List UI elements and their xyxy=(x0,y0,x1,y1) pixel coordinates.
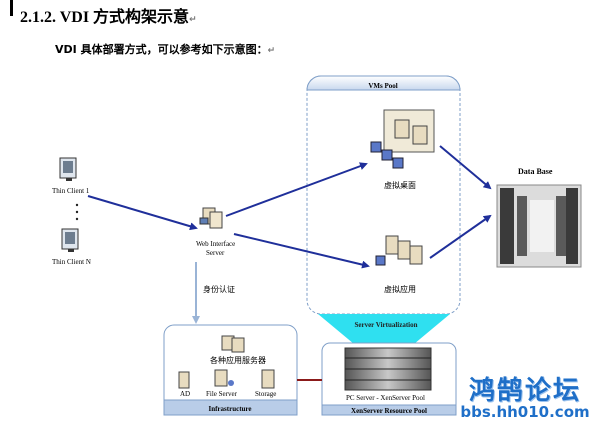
thin-client-n-label: Thin Client N xyxy=(52,258,91,266)
xen-pool-title: XenServer Resource Pool xyxy=(351,407,427,415)
virtual-app-label: 虚拟应用 xyxy=(384,284,416,294)
watermark-url: bbs.hh010.com xyxy=(460,403,590,421)
intro-paragraph: VDI 具体部署方式，可以参考如下示意图：↵ xyxy=(55,41,275,57)
arrow-desktop-to-db xyxy=(439,145,492,190)
vms-pool-title: VMs Pool xyxy=(368,82,397,90)
file-server-label: File Server xyxy=(206,390,238,398)
infrastructure-title: Infrastructure xyxy=(208,405,251,413)
ad-label: AD xyxy=(180,390,190,398)
thin-client-1-label: Thin Client 1 xyxy=(52,187,90,195)
web-interface-server-icon xyxy=(199,207,223,229)
xenserver-pool-container xyxy=(321,342,457,416)
paragraph-mark: ↵ xyxy=(267,46,276,56)
database-label: Data Base xyxy=(518,167,553,176)
ellipsis-dots xyxy=(75,203,79,221)
watermark: 鸿鹄论坛 bbs.hh010.com xyxy=(455,370,595,421)
arrow-client1-to-web xyxy=(87,195,198,231)
xen-pool-label: PC Server - XenServer Pool xyxy=(346,394,425,402)
arrow-app-to-db xyxy=(429,214,492,259)
app-servers-icon xyxy=(221,335,245,353)
web-interface-label-line2: Server xyxy=(206,249,225,257)
server-virtualization-label: Server Virtualization xyxy=(354,321,417,329)
ad-server-icon xyxy=(178,371,190,389)
storage-label: Storage xyxy=(255,390,276,398)
auth-label: 身份认证 xyxy=(203,284,235,294)
arrow-web-to-desktop xyxy=(225,162,368,217)
infrastructure-container xyxy=(163,324,298,416)
file-server-icon xyxy=(214,369,234,387)
virtual-desktop-icon xyxy=(370,109,435,169)
storage-icon xyxy=(261,369,275,389)
section-heading: 2.1.2. VDI 方式构架示意↵ xyxy=(20,3,197,27)
thin-client-1-icon xyxy=(59,157,77,181)
arrow-web-to-app xyxy=(233,233,370,269)
thin-client-n-icon xyxy=(61,228,79,252)
watermark-logo-text: 鸿鹄论坛 xyxy=(468,376,581,406)
section-heading-text: 2.1.2. VDI 方式构架示意 xyxy=(20,9,190,26)
web-interface-label-line1: Web Interface xyxy=(196,240,235,248)
intro-text: VDI 具体部署方式，可以参考如下示意图： xyxy=(55,43,268,56)
virtual-app-icon xyxy=(375,235,423,266)
server-virtualization-funnel xyxy=(318,314,450,344)
app-servers-label: 各种应用服务器 xyxy=(210,355,266,365)
database-icon xyxy=(496,184,582,268)
heading-marker xyxy=(10,0,13,16)
virtual-desktop-label: 虚拟桌面 xyxy=(384,180,416,190)
paragraph-mark: ↵ xyxy=(189,15,197,25)
